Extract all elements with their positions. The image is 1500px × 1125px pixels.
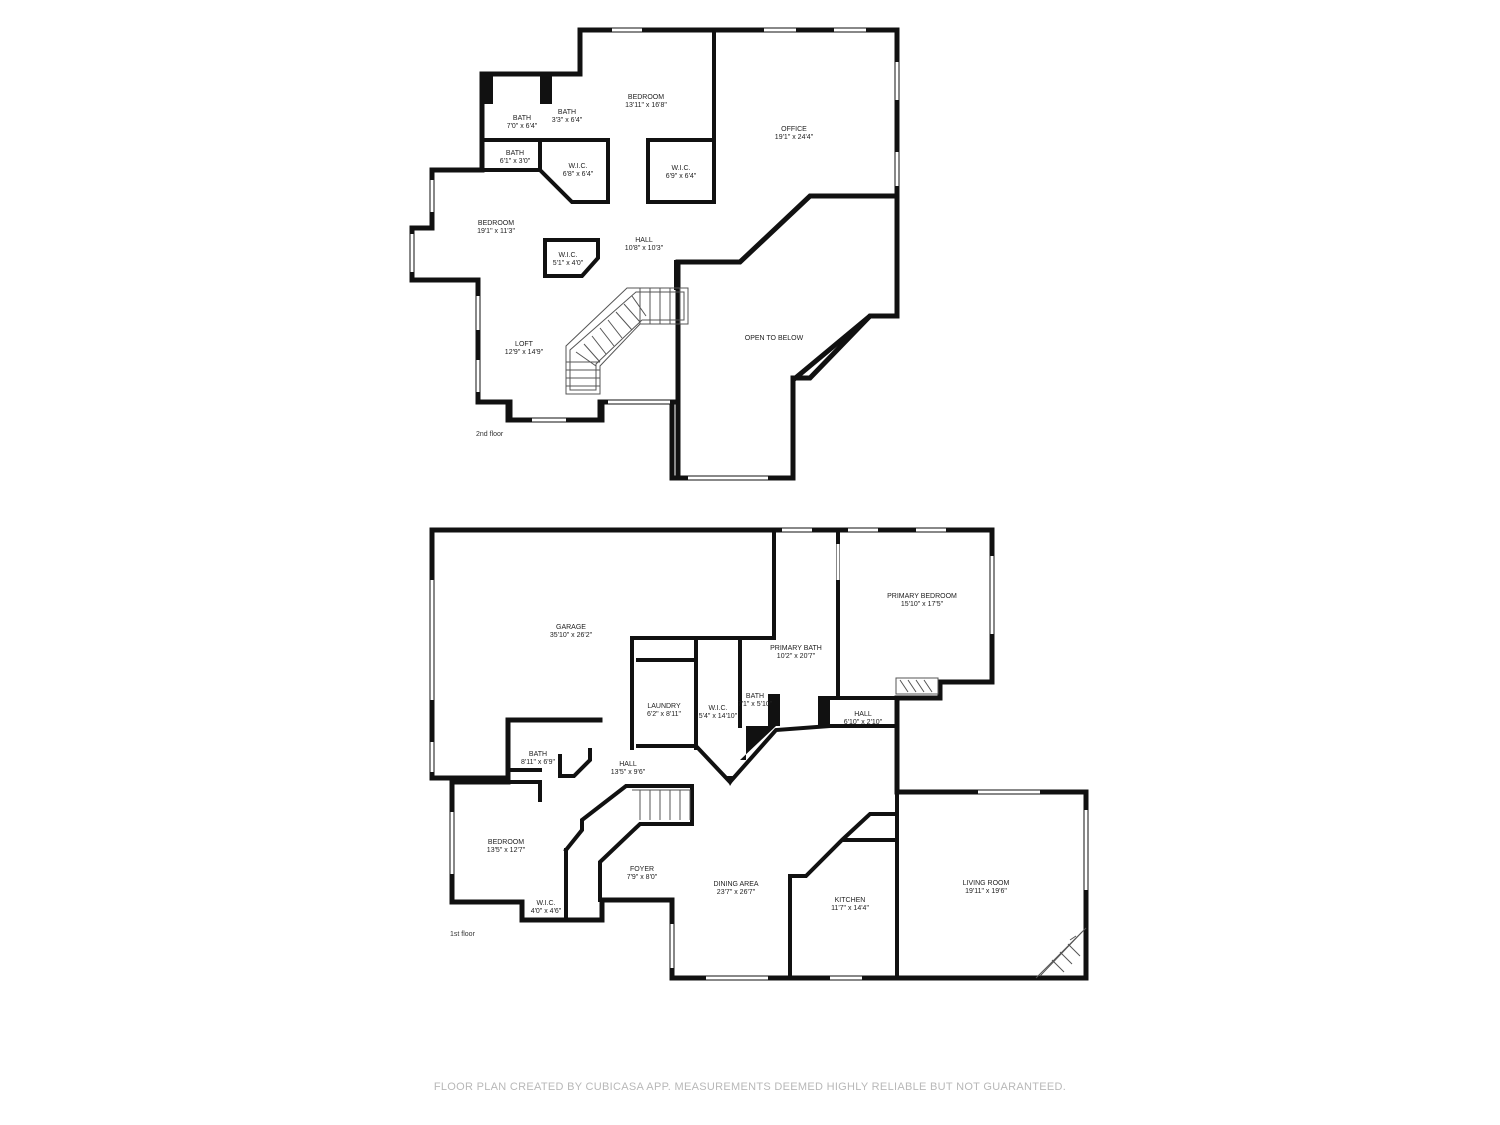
second-floor-stairs: [565, 287, 689, 395]
room-size: 6'2" x 8'11": [647, 711, 681, 718]
room-size: 3'3" x 6'4": [552, 117, 583, 124]
room-size: 8'11" x 6'9": [521, 759, 555, 766]
room-size: 4'0" x 4'6": [531, 908, 562, 915]
room-label: BATH: [746, 693, 764, 700]
room-label: BATH: [506, 150, 524, 157]
first-floor-windows: [430, 528, 1088, 980]
room-label: BATH: [529, 751, 547, 758]
shower-block: [740, 726, 776, 760]
room-label: W.I.C.: [708, 705, 727, 712]
open-below-wall: [475, 193, 900, 481]
room-label: BATH: [558, 109, 576, 116]
room-size: 6'10" x 2'10": [844, 719, 883, 726]
room-size: 13'5" x 12'7": [487, 847, 526, 854]
room-size: 10'2" x 20'7": [777, 653, 816, 660]
room-size: 10'8" x 10'3": [625, 245, 664, 252]
room-size: 7'1" x 5'10": [738, 701, 773, 708]
room-size: 5'1" x 4'0": [553, 260, 584, 267]
room-label: OFFICE: [781, 126, 807, 133]
room-label: GARAGE: [556, 624, 586, 631]
room-label: DINING AREA: [713, 881, 758, 888]
fireplace-living: [1035, 927, 1087, 979]
second-floor-plan: BATH 7'0" x 6'4" BATH 3'3" x 6'4" BEDROO…: [409, 27, 900, 481]
room-label: W.I.C.: [568, 163, 587, 170]
room-label: BEDROOM: [478, 220, 514, 227]
disclaimer-footer: FLOOR PLAN CREATED BY CUBICASA APP. MEAS…: [434, 1081, 1066, 1093]
room-size: 5'4" x 14'10": [699, 713, 738, 720]
room-size: 19'1" x 24'4": [775, 134, 814, 141]
room-size: 13'5" x 9'6": [611, 769, 646, 776]
room-size: 7'0" x 6'4": [507, 123, 538, 130]
room-size: 19'1" x 11'3": [477, 228, 515, 235]
room-size: 35'10" x 26'2": [550, 632, 593, 639]
room-label: BATH: [513, 115, 531, 122]
room-label: W.I.C.: [558, 252, 577, 259]
first-floor-stairs: [632, 789, 691, 820]
column-b: [818, 696, 830, 728]
second-floor-labels: BATH 7'0" x 6'4" BATH 3'3" x 6'4" BEDROO…: [476, 94, 814, 438]
floor-label: 1st floor: [450, 931, 476, 938]
room-size: 19'11" x 19'6": [965, 888, 1007, 895]
room-label: HALL: [635, 237, 653, 244]
room-label: OPEN TO BELOW: [745, 335, 804, 342]
room-label: BEDROOM: [488, 839, 524, 846]
first-floor-labels: GARAGE 35'10" x 26'2" PRIMARY BEDROOM 15…: [450, 593, 1009, 938]
column-left: [480, 76, 493, 104]
room-label: HALL: [854, 711, 872, 718]
room-label: PRIMARY BEDROOM: [887, 593, 957, 600]
room-size: 7'9" x 8'0": [627, 874, 658, 881]
room-size: 12'9" x 14'9": [505, 349, 544, 356]
room-size: 13'11" x 16'8": [625, 102, 667, 109]
room-size: 6'8" x 6'4": [563, 171, 594, 178]
room-label: W.I.C.: [536, 900, 555, 907]
room-label: BEDROOM: [628, 94, 664, 101]
fireplace-bedroom: [895, 677, 939, 695]
room-label: KITCHEN: [835, 897, 866, 904]
floor-label: 2nd floor: [476, 431, 504, 438]
column-a: [768, 694, 780, 726]
room-label: LIVING ROOM: [963, 880, 1010, 887]
room-label: HALL: [619, 761, 637, 768]
room-size: 11'7" x 14'4": [831, 905, 869, 912]
room-size: 6'9" x 6'4": [666, 173, 697, 180]
room-label: LOFT: [515, 341, 534, 348]
column-right: [540, 76, 552, 104]
room-label: LAUNDRY: [647, 703, 681, 710]
room-size: 23'7" x 26'7": [717, 889, 756, 896]
room-label: W.I.C.: [671, 165, 690, 172]
second-floor-windows: [410, 28, 899, 480]
room-size: 6'1" x 3'0": [500, 158, 531, 165]
room-size: 15'10" x 17'5": [901, 601, 944, 608]
first-floor-interior-walls: [506, 528, 899, 980]
first-floor-plan: GARAGE 35'10" x 26'2" PRIMARY BEDROOM 15…: [429, 527, 1089, 981]
room-label: FOYER: [630, 866, 654, 873]
column-c: [726, 776, 736, 786]
room-label: PRIMARY BATH: [770, 645, 822, 652]
